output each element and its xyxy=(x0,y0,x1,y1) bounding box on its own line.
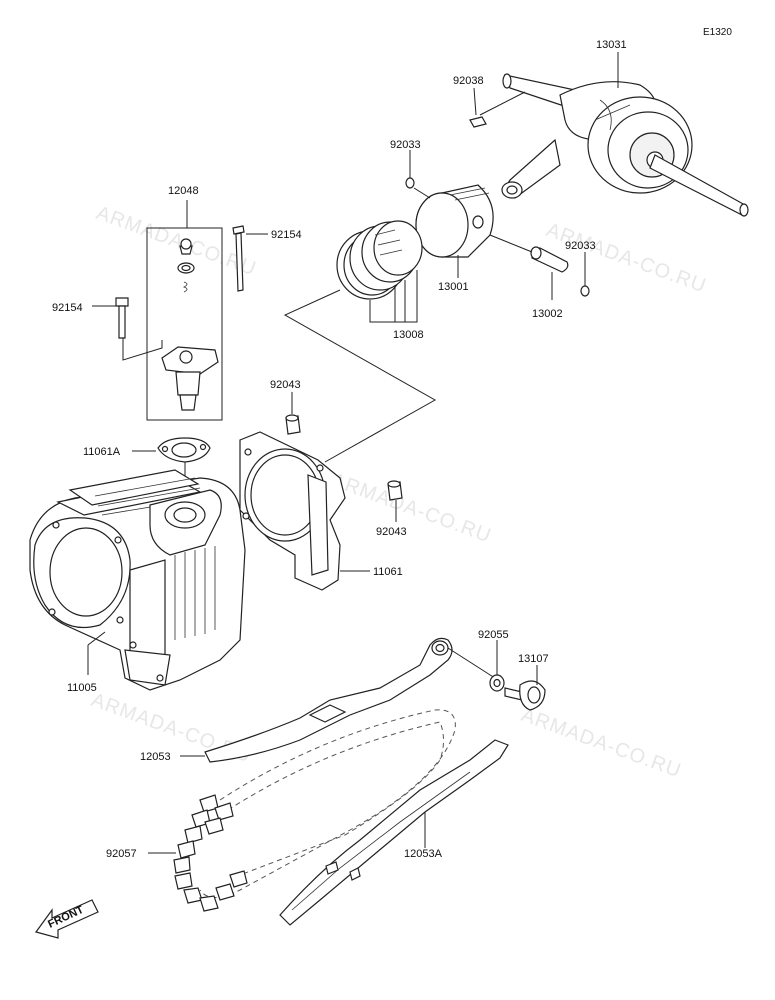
label-13031: 13031 xyxy=(596,39,627,51)
label-11061: 11061 xyxy=(373,566,403,578)
label-13001: 13001 xyxy=(438,281,469,293)
label-13002: 13002 xyxy=(532,308,563,320)
label-92043a: 92043 xyxy=(270,379,301,391)
cylinder-block[interactable] xyxy=(29,469,246,691)
label-92038: 92038 xyxy=(453,75,484,87)
leader-pivot-bolt xyxy=(447,647,499,681)
chain-guide-12053A[interactable] xyxy=(279,739,509,926)
label-92033a: 92033 xyxy=(390,139,421,151)
bracket-12048-inner xyxy=(122,335,163,361)
bolt-92154-upper[interactable] xyxy=(232,225,245,292)
piston-pin[interactable] xyxy=(530,246,569,273)
gasket-11061A[interactable] xyxy=(157,437,211,463)
front-direction-arrow: FRONT xyxy=(35,899,99,939)
dowel-pin-92043-upper[interactable] xyxy=(285,414,301,435)
watermark-2: ARMADA-CO.RU xyxy=(543,219,709,297)
label-12053A: 12053A xyxy=(404,848,443,860)
piston[interactable] xyxy=(415,184,494,258)
leader-92038-b xyxy=(479,91,526,116)
circlip-92033-upper[interactable] xyxy=(405,177,415,189)
crankshaft[interactable] xyxy=(501,73,749,217)
washer-92055[interactable] xyxy=(489,674,505,692)
watermark-3: ARMADA-CO.RU xyxy=(328,469,494,547)
dowel-pin-92043-lower[interactable] xyxy=(387,480,403,501)
label-12053: 12053 xyxy=(140,751,171,763)
label-92057: 92057 xyxy=(106,848,137,860)
label-92033b: 92033 xyxy=(565,240,596,252)
chain-tensioner-guide-12053[interactable] xyxy=(204,637,453,763)
watermark-1: ARMADA-CO.RU xyxy=(93,202,259,280)
label-92154b: 92154 xyxy=(52,302,83,314)
label-13008: 13008 xyxy=(393,329,424,341)
bolt-92154-lower[interactable] xyxy=(115,297,129,339)
tensioner-assembly[interactable] xyxy=(161,238,219,411)
leader-11005-b xyxy=(87,631,106,646)
label-92055: 92055 xyxy=(478,629,509,641)
leader-13008 xyxy=(369,270,418,323)
cam-chain-92057[interactable] xyxy=(173,709,456,912)
bracket-12048 xyxy=(146,200,223,421)
watermark-5: ARMADA-CO.RU xyxy=(518,704,684,782)
circlip-92033-lower[interactable] xyxy=(580,285,590,297)
key-92038[interactable] xyxy=(469,116,487,128)
diagram-code: E1320 xyxy=(703,27,732,38)
cylinder-gasket-11061[interactable] xyxy=(239,431,346,591)
label-11005: 11005 xyxy=(67,682,97,694)
pivot-bolt-13107[interactable] xyxy=(504,680,546,711)
leader-13002-a xyxy=(489,234,533,253)
label-12048: 12048 xyxy=(168,185,199,197)
leader-92038 xyxy=(473,87,477,116)
leader-92033a-b xyxy=(413,187,431,199)
label-92154a: 92154 xyxy=(271,229,302,241)
label-92043b: 92043 xyxy=(376,526,407,538)
label-13107: 13107 xyxy=(518,653,549,665)
piston-rings[interactable] xyxy=(336,220,423,300)
label-11061A: 11061A xyxy=(83,446,121,458)
bracket-ring-to-cylinder xyxy=(283,289,437,463)
